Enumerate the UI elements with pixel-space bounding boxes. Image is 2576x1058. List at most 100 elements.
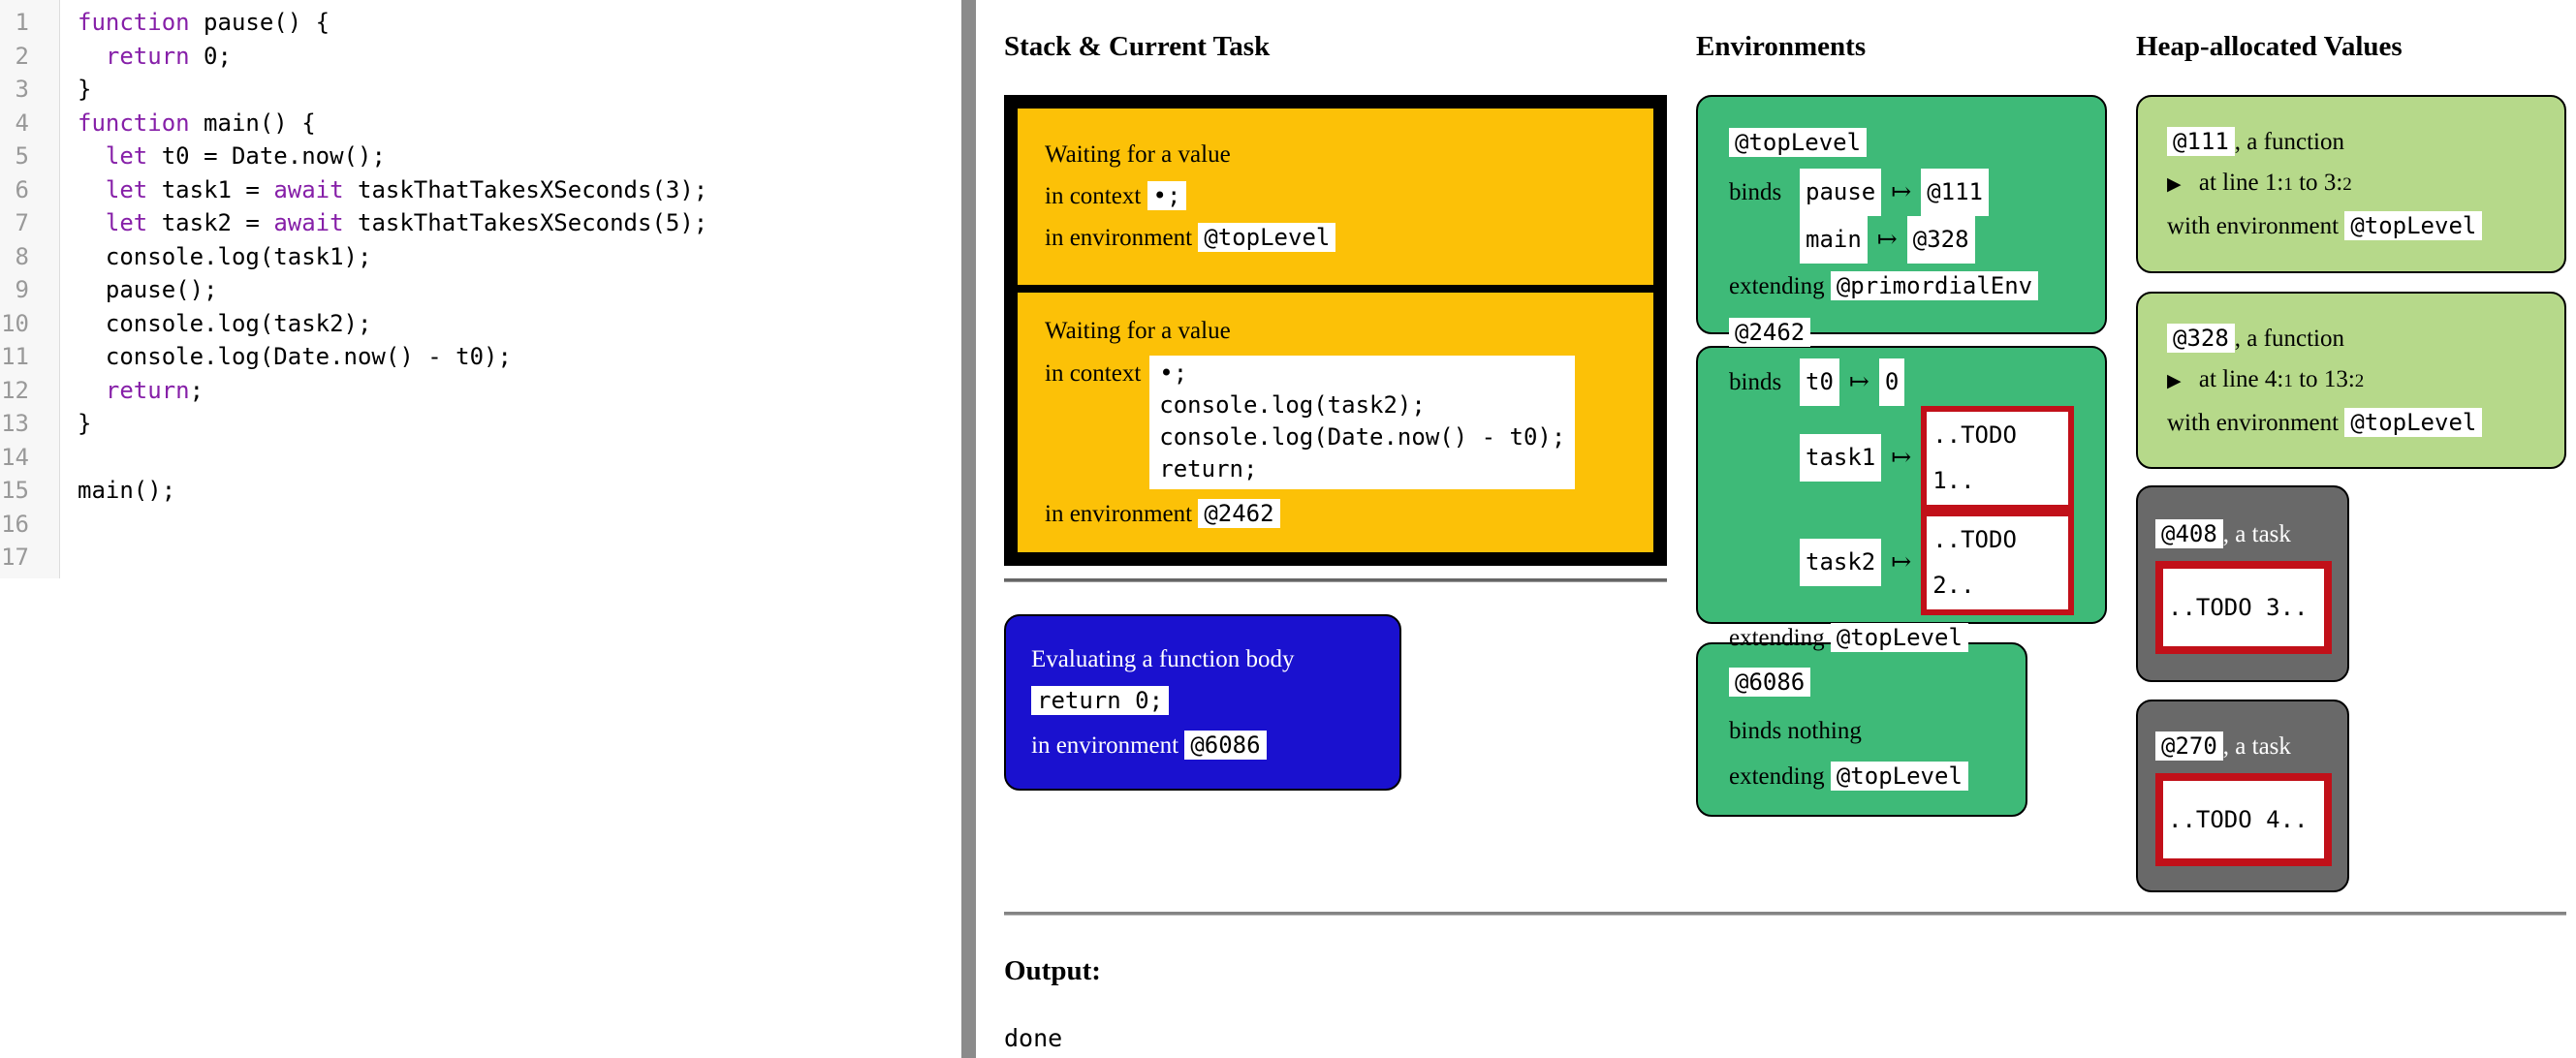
extending-label: extending: [1729, 763, 1825, 790]
from-line: 1: [2264, 170, 2278, 196]
to-line: 3: [2323, 170, 2337, 196]
code-line[interactable]: function pause() {: [78, 9, 330, 36]
current-task-code-row: return 0;: [1031, 680, 1374, 725]
code-line[interactable]: [78, 441, 707, 475]
current-task-box: Evaluating a function body return 0; in …: [1004, 614, 1401, 791]
env-ref-chip: @topLevel: [1198, 223, 1336, 252]
env-ref-chip: @topLevel: [2344, 407, 2483, 437]
code-line[interactable]: let task1 = await taskThatTakesXSeconds(…: [105, 175, 708, 203]
code-line[interactable]: return;: [105, 376, 204, 404]
to-label: to: [2299, 170, 2318, 196]
code-line[interactable]: pause();: [78, 276, 218, 303]
extends-chip: @topLevel: [1830, 762, 1968, 791]
env-name-row: @topLevel: [1729, 120, 2074, 169]
heap-ref-chip: @328: [2167, 323, 2235, 353]
frame-context-row: in context •;: [1045, 175, 1626, 217]
code-line[interactable]: function main() {: [78, 109, 316, 137]
to-line: 13: [2323, 365, 2348, 392]
frame-env-row: in environment @2462: [1045, 493, 1626, 535]
code-line[interactable]: console.log(task2);: [78, 309, 372, 337]
line-number: 1: [15, 9, 29, 36]
line-number: 3: [15, 76, 29, 103]
code-line[interactable]: [78, 508, 707, 542]
code-line[interactable]: main();: [78, 477, 176, 504]
binding-key-chip: task2: [1800, 539, 1882, 586]
at-line-label: at line: [2198, 365, 2259, 392]
binding-key-chip: task1: [1800, 434, 1882, 482]
line-number: 12: [1, 376, 29, 404]
heap-ref-row: @328, a function: [2167, 318, 2535, 359]
env-ref-chip: @6086: [1184, 730, 1267, 760]
heap-kind-label: , a function: [2234, 325, 2344, 352]
env-name-chip: @topLevel: [1729, 128, 1868, 157]
visualizer-columns: Stack & Current Task Waiting for a value…: [1004, 29, 2576, 892]
output-text: done: [1004, 1024, 1063, 1052]
binding-value-chip: @111: [1921, 169, 1989, 216]
line-number: 14: [1, 443, 29, 471]
extends-chip: @primordialEnv: [1830, 271, 2039, 300]
disclosure-triangle-icon[interactable]: ▶: [2167, 370, 2182, 391]
task-ref-row: @270, a task: [2155, 726, 2330, 767]
heap-env-row: with environment @topLevel: [2167, 402, 2535, 444]
stack-divider: [1004, 578, 1667, 582]
line-number: 15: [1, 477, 29, 504]
todo-value-chip: ..TODO 1..: [1921, 405, 2074, 511]
extending-row: extending @topLevel: [1729, 615, 2074, 661]
line-number: 13: [1, 410, 29, 437]
heap-ref-chip: @270: [2155, 731, 2223, 761]
heap-task-box: @270, a task ..TODO 4..: [2136, 700, 2349, 892]
from-col: 1: [2283, 370, 2293, 391]
code-line[interactable]: console.log(task1);: [78, 242, 372, 270]
from-line: 4: [2264, 365, 2278, 392]
output-heading: Output:: [1004, 955, 1101, 986]
env-label: in environment: [1031, 731, 1179, 759]
heap-function-box: @111, a function ▶ at line 1:1 to 3:2 wi…: [2136, 95, 2566, 273]
code-line[interactable]: let task2 = await taskThatTakesXSeconds(…: [105, 209, 708, 236]
heap-env-row: with environment @topLevel: [2167, 205, 2535, 247]
task-kind-label: , a task: [2222, 733, 2291, 760]
env-name-chip: @2462: [1729, 317, 1811, 347]
binding-row: binds t0 ↦ 0: [1729, 358, 2074, 406]
env-label: with environment: [2167, 409, 2340, 436]
binding-row: task1 ↦ ..TODO 1..: [1729, 405, 2074, 511]
to-col: 2: [2354, 370, 2365, 391]
binding-row: main ↦ @328: [1729, 216, 2074, 264]
code-line[interactable]: console.log(Date.now() - t0);: [78, 343, 512, 370]
environment-box: @6086 binds nothing extending @topLevel: [1696, 642, 2027, 817]
line-number: 11: [1, 343, 29, 370]
frame-title: Waiting for a value: [1045, 317, 1231, 344]
heap-location-row: ▶ at line 1:1 to 3:2: [2167, 170, 2352, 196]
line-number: 6: [15, 175, 29, 203]
heap-ref-chip: @408: [2155, 519, 2223, 548]
visualizer-pane: Stack & Current Task Waiting for a value…: [976, 0, 2576, 1058]
code-line[interactable]: return 0;: [105, 42, 232, 70]
heap-column: Heap-allocated Values @111, a function ▶…: [2136, 29, 2566, 892]
heap-function-box: @328, a function ▶ at line 4:1 to 13:2 w…: [2136, 292, 2566, 469]
env-label: in environment: [1045, 500, 1193, 527]
to-col: 2: [2342, 174, 2352, 195]
binding-value-chip: @328: [1906, 216, 1975, 264]
binds-nothing-row: binds nothing: [1729, 718, 1862, 744]
code-area[interactable]: function pause() { return 0;} function ma…: [60, 0, 707, 578]
binding-row: binds pause ↦ @111: [1729, 169, 2074, 216]
heap-heading: Heap-allocated Values: [2136, 31, 2403, 62]
pane-divider[interactable]: [961, 0, 976, 1058]
env-ref-chip: @topLevel: [2344, 211, 2483, 240]
disclosure-triangle-icon[interactable]: ▶: [2167, 174, 2182, 195]
line-number: 8: [15, 242, 29, 270]
task-ref-row: @408, a task: [2155, 513, 2330, 555]
binds-label: binds: [1729, 368, 1782, 395]
code-line[interactable]: [78, 541, 707, 575]
code-line[interactable]: let t0 = Date.now();: [105, 142, 386, 170]
code-line[interactable]: }: [78, 76, 92, 103]
frame-context-row: in context •; console.log(task2); consol…: [1045, 355, 1626, 489]
task-todo-box: ..TODO 4..: [2155, 773, 2332, 866]
environment-box: @topLevel binds pause ↦ @111 main ↦ @328: [1696, 95, 2107, 334]
binding-key-chip: pause: [1800, 169, 1882, 216]
maps-to-icon: ↦: [1891, 445, 1912, 471]
current-task-title: Evaluating a function body: [1031, 645, 1295, 672]
output-divider: [1004, 912, 2566, 916]
code-line[interactable]: }: [78, 410, 92, 437]
environment-box: @2462 binds t0 ↦ 0 task1 ↦ ..TODO 1..: [1696, 317, 2107, 652]
